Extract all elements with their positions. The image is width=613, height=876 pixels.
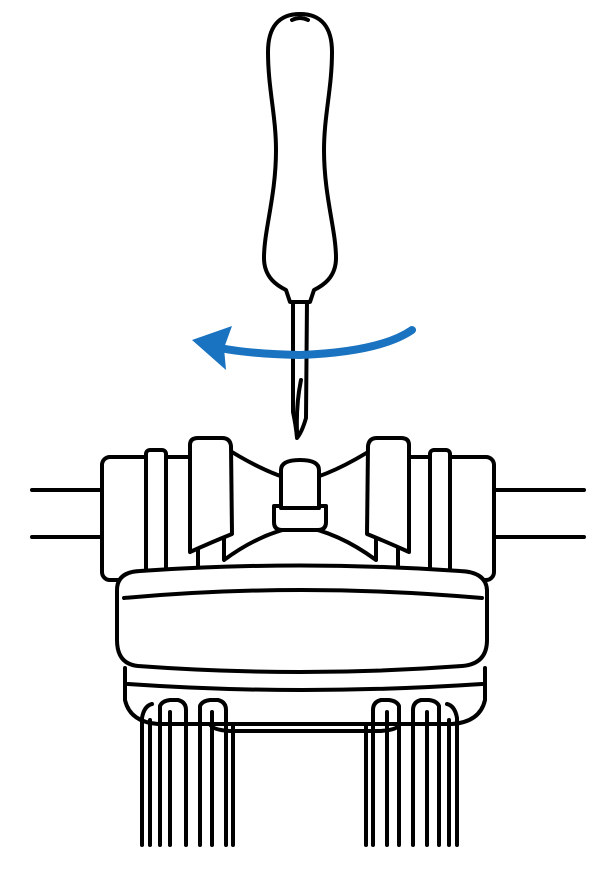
right-connector-collar xyxy=(396,448,496,582)
sump-ribs xyxy=(140,698,459,847)
vent-screw xyxy=(272,458,328,532)
outlet-pipe xyxy=(490,488,586,539)
right-lug xyxy=(365,436,411,554)
housing-cap-ring xyxy=(115,563,489,674)
inlet-pipe xyxy=(30,488,106,539)
rotation-arrow xyxy=(192,326,416,370)
left-lug xyxy=(188,436,234,554)
screwdriver xyxy=(262,12,338,440)
screwdriver-handle xyxy=(262,12,338,304)
left-connector-collar xyxy=(100,448,200,582)
